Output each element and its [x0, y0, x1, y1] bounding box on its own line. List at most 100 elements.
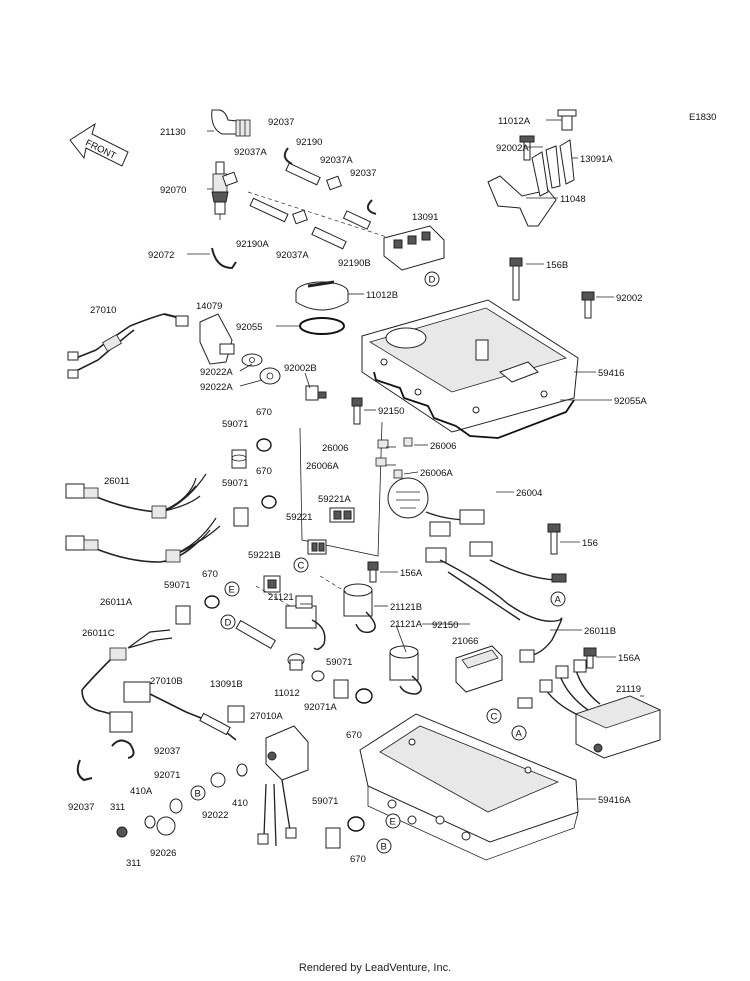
part-label: 26011C	[82, 628, 115, 639]
part-label: 27010	[90, 305, 116, 316]
regulator-21066-part	[455, 645, 503, 693]
fitting-59071-d-part	[333, 679, 349, 699]
fitting-59071-b-part	[233, 507, 249, 527]
part-label: 11012B	[366, 290, 398, 301]
part-label: 92037A	[320, 155, 353, 166]
part-labels: 21130 92037 92190 92037A 92037A 92037 92…	[68, 116, 647, 869]
sensor-14079-part	[199, 313, 235, 365]
fitting-59071-a-part	[231, 449, 247, 469]
part-label: 92190B	[338, 258, 371, 269]
o-ring-part	[299, 317, 345, 335]
svg-text:E: E	[390, 817, 396, 828]
part-label: 11048	[560, 194, 586, 205]
clip-92037-d-part	[76, 759, 93, 782]
part-label: 92071A	[304, 702, 337, 713]
harness-26011c-part	[81, 629, 173, 733]
part-label: 410A	[130, 786, 153, 797]
part-label: 13091B	[210, 679, 243, 690]
part-label: 26011A	[100, 597, 133, 608]
part-label: 13091A	[580, 154, 613, 165]
part-label: 59221B	[248, 550, 281, 561]
part-label: 92002	[616, 293, 642, 304]
part-label: 92037A	[276, 250, 309, 261]
bolt-156b-part	[509, 257, 523, 301]
svg-text:B: B	[195, 789, 201, 800]
callout-a-1: A	[550, 591, 566, 607]
part-label: 92150	[378, 406, 404, 417]
relay-assembly-outline	[299, 421, 383, 557]
part-label: 410	[232, 798, 248, 809]
o-ring-670-a-part	[256, 438, 272, 452]
svg-text:C: C	[491, 712, 498, 723]
o-ring-670-c-part	[204, 595, 220, 609]
part-label: 13091	[412, 212, 438, 223]
callout-d-2: D	[220, 614, 236, 630]
leader-lines	[187, 119, 644, 800]
harness-27010b-part	[123, 681, 237, 741]
part-label: 26006A	[306, 461, 339, 472]
part-label: 21130	[160, 127, 186, 138]
part-label: 11012	[274, 688, 300, 699]
bracket-part	[487, 109, 577, 227]
coil-21121b-part	[319, 575, 376, 634]
o-ring-670-e-part	[347, 816, 365, 832]
fitting-59071-c-part	[175, 605, 191, 625]
part-label: 92072	[148, 250, 174, 261]
bolt-156a-part	[367, 561, 379, 583]
cover-gasket-part	[373, 371, 575, 439]
part-label: 21121A	[390, 619, 423, 630]
front-arrow-icon	[69, 122, 129, 167]
part-label: 27010A	[250, 711, 283, 722]
bolt-92002b-part	[305, 385, 327, 401]
svg-text:D: D	[225, 618, 232, 629]
part-label: 670	[350, 854, 366, 865]
part-label: 59221A	[318, 494, 351, 505]
part-label: 92022A	[200, 382, 233, 393]
relay-26004-part	[387, 477, 493, 563]
box-21119-part	[517, 659, 662, 759]
electrical-case-part	[359, 713, 579, 861]
washer-410a-part	[144, 815, 156, 829]
tube-part	[235, 619, 277, 650]
part-label: 670	[256, 407, 272, 418]
part-label: 26011B	[584, 626, 616, 637]
part-label: 92037	[154, 746, 180, 757]
part-label: 59071	[222, 478, 248, 489]
part-label: 156A	[400, 568, 423, 579]
bolt-156a-right-part	[583, 647, 597, 669]
connector-59221a-part	[329, 507, 355, 523]
svg-text:E: E	[229, 585, 235, 596]
harness-26011b-part	[439, 559, 567, 663]
bolt-92002-part	[581, 291, 595, 319]
o-ring-670-b-part	[261, 495, 277, 509]
part-label: 59071	[326, 657, 352, 668]
part-label: 92071	[154, 770, 180, 781]
part-label: 59071	[222, 419, 248, 430]
footer-credit: Rendered by LeadVenture, Inc.	[298, 962, 452, 974]
harness-27010-part	[67, 313, 189, 379]
plug-92071a-part	[311, 670, 325, 682]
part-label: 670	[346, 730, 362, 741]
part-label: 156A	[618, 653, 641, 664]
electrical-cover-part	[361, 299, 579, 433]
part-label: 92037	[350, 168, 376, 179]
grommet-92026-part	[156, 816, 176, 836]
part-label: 92055A	[614, 396, 647, 407]
part-label: 670	[202, 569, 218, 580]
callout-e-2: E	[385, 813, 401, 829]
part-label: 26006	[322, 443, 348, 454]
part-label: 21119	[616, 684, 641, 695]
part-label: 92037	[68, 802, 94, 813]
part-label: 26011	[104, 476, 130, 487]
callout-e-1: E	[224, 581, 240, 597]
part-label: 59071	[164, 580, 190, 591]
callout-c-2: C	[486, 708, 502, 724]
callout-d-1: D	[424, 271, 440, 287]
part-label: 27010B	[150, 676, 183, 687]
svg-text:A: A	[555, 595, 562, 606]
part-label: 92002B	[284, 363, 317, 374]
tube-group	[222, 147, 397, 250]
svg-text:B: B	[381, 842, 387, 853]
part-label: 59416	[598, 368, 624, 379]
part-label: 92037A	[234, 147, 267, 158]
